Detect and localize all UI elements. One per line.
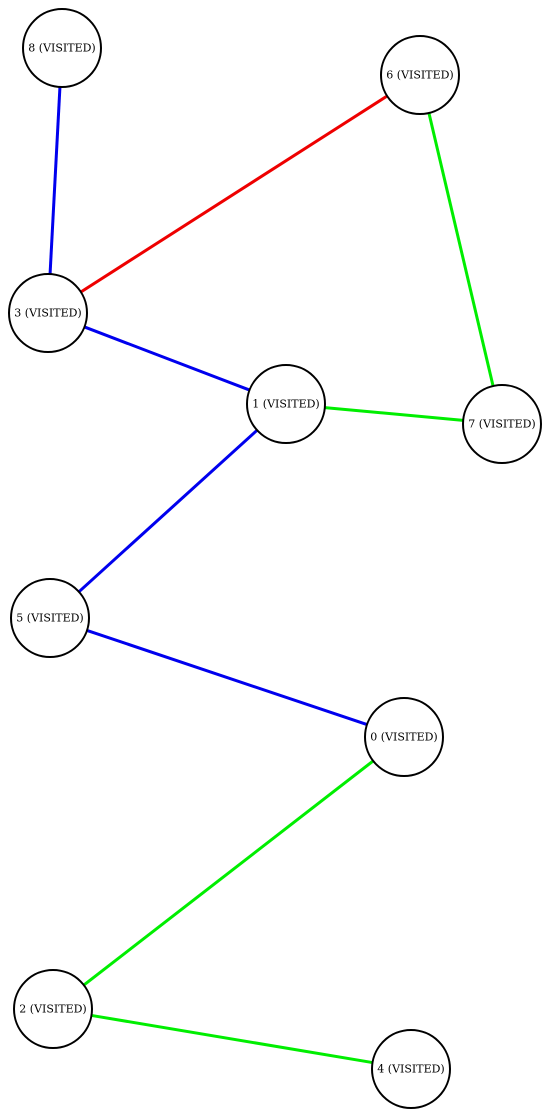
node-label: 8 (VISITED) bbox=[28, 42, 95, 55]
edge-5-0 bbox=[86, 629, 368, 726]
edges-layer bbox=[48, 86, 495, 1065]
edge-1-5 bbox=[77, 429, 259, 593]
graph-node-6: 6 (VISITED) bbox=[380, 35, 460, 115]
node-circle bbox=[22, 8, 102, 88]
graph-node-8: 8 (VISITED) bbox=[22, 8, 102, 88]
graph-node-3: 3 (VISITED) bbox=[8, 273, 88, 353]
graph-node-5: 5 (VISITED) bbox=[10, 578, 90, 658]
node-label: 4 (VISITED) bbox=[377, 1063, 444, 1076]
edge-6-3 bbox=[80, 94, 388, 294]
edge-3-1 bbox=[83, 325, 251, 392]
graph-node-1: 1 (VISITED) bbox=[246, 364, 326, 444]
node-circle bbox=[462, 384, 542, 464]
edge-8-3 bbox=[48, 86, 62, 275]
node-label: 5 (VISITED) bbox=[16, 612, 83, 625]
node-circle bbox=[246, 364, 326, 444]
graph-node-2: 2 (VISITED) bbox=[13, 969, 93, 1049]
node-label: 1 (VISITED) bbox=[252, 398, 319, 411]
nodes-layer: 0 (VISITED) 1 (VISITED) 2 (VISITED) 3 (VISI… bbox=[8, 8, 542, 1109]
node-circle bbox=[371, 1029, 451, 1109]
graph-node-0: 0 (VISITED) bbox=[364, 697, 444, 777]
edge-6-7 bbox=[427, 112, 495, 387]
edge-1-7 bbox=[324, 406, 464, 422]
edge-0-2 bbox=[82, 759, 375, 987]
node-label: 2 (VISITED) bbox=[19, 1003, 86, 1016]
node-label: 6 (VISITED) bbox=[386, 69, 453, 82]
node-label: 7 (VISITED) bbox=[468, 418, 535, 431]
edge-2-4 bbox=[91, 1013, 373, 1065]
node-label: 0 (VISITED) bbox=[370, 731, 437, 744]
node-circle bbox=[364, 697, 444, 777]
graph-node-4: 4 (VISITED) bbox=[371, 1029, 451, 1109]
graph-node-7: 7 (VISITED) bbox=[462, 384, 542, 464]
node-circle bbox=[10, 578, 90, 658]
node-circle bbox=[380, 35, 460, 115]
node-circle bbox=[13, 969, 93, 1049]
node-circle bbox=[8, 273, 88, 353]
node-label: 3 (VISITED) bbox=[14, 307, 81, 320]
